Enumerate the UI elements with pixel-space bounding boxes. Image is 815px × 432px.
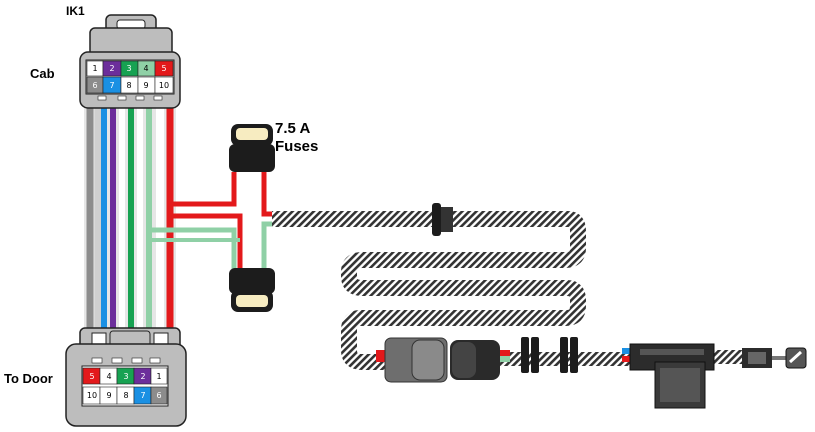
cab-to-door-harness	[84, 106, 176, 338]
door-connector-icon	[65, 327, 187, 427]
cab-pin: 10	[158, 81, 170, 90]
door-pin: 5	[89, 372, 95, 381]
inline-fuse-holder-icon	[229, 124, 275, 172]
door-pin: 3	[123, 372, 129, 381]
cab-pin: 5	[161, 64, 167, 73]
cab-pin: 8	[126, 81, 132, 90]
loom-grommet	[432, 203, 453, 236]
door-pin: 7	[140, 391, 146, 400]
door-pin: 9	[106, 391, 112, 400]
fuse-label: 7.5 A Fuses	[275, 120, 318, 156]
cab-pin: 3	[126, 64, 132, 73]
cab-pin: 6	[92, 81, 98, 90]
fuses-text: Fuses	[275, 138, 319, 155]
door-pin: 4	[106, 372, 112, 381]
cab-connector-icon	[79, 14, 181, 109]
fuse-rating: 7.5 A	[275, 120, 311, 137]
loom-grommet	[521, 337, 539, 373]
fuse-branch-wires	[149, 172, 280, 270]
cab-pin: 2	[109, 64, 115, 73]
harness-connector-icon	[376, 337, 510, 383]
loom-grommet	[560, 337, 578, 373]
cab-label: Cab	[30, 66, 55, 81]
door-pin: 10	[86, 391, 98, 400]
door-pin: 2	[140, 372, 146, 381]
door-pin: 6	[156, 391, 162, 400]
door-lock-actuator-icon	[622, 343, 807, 409]
cab-pin: 7	[109, 81, 115, 90]
inline-fuse-holder-icon	[229, 268, 275, 312]
door-pin: 8	[123, 391, 129, 400]
cab-pin: 9	[143, 81, 149, 90]
to-door-label: To Door	[4, 371, 53, 386]
connector-ik1-label: IK1	[66, 4, 85, 18]
door-pin: 1	[156, 372, 162, 381]
cab-pin: 4	[143, 64, 149, 73]
cab-pin: 1	[92, 64, 98, 73]
